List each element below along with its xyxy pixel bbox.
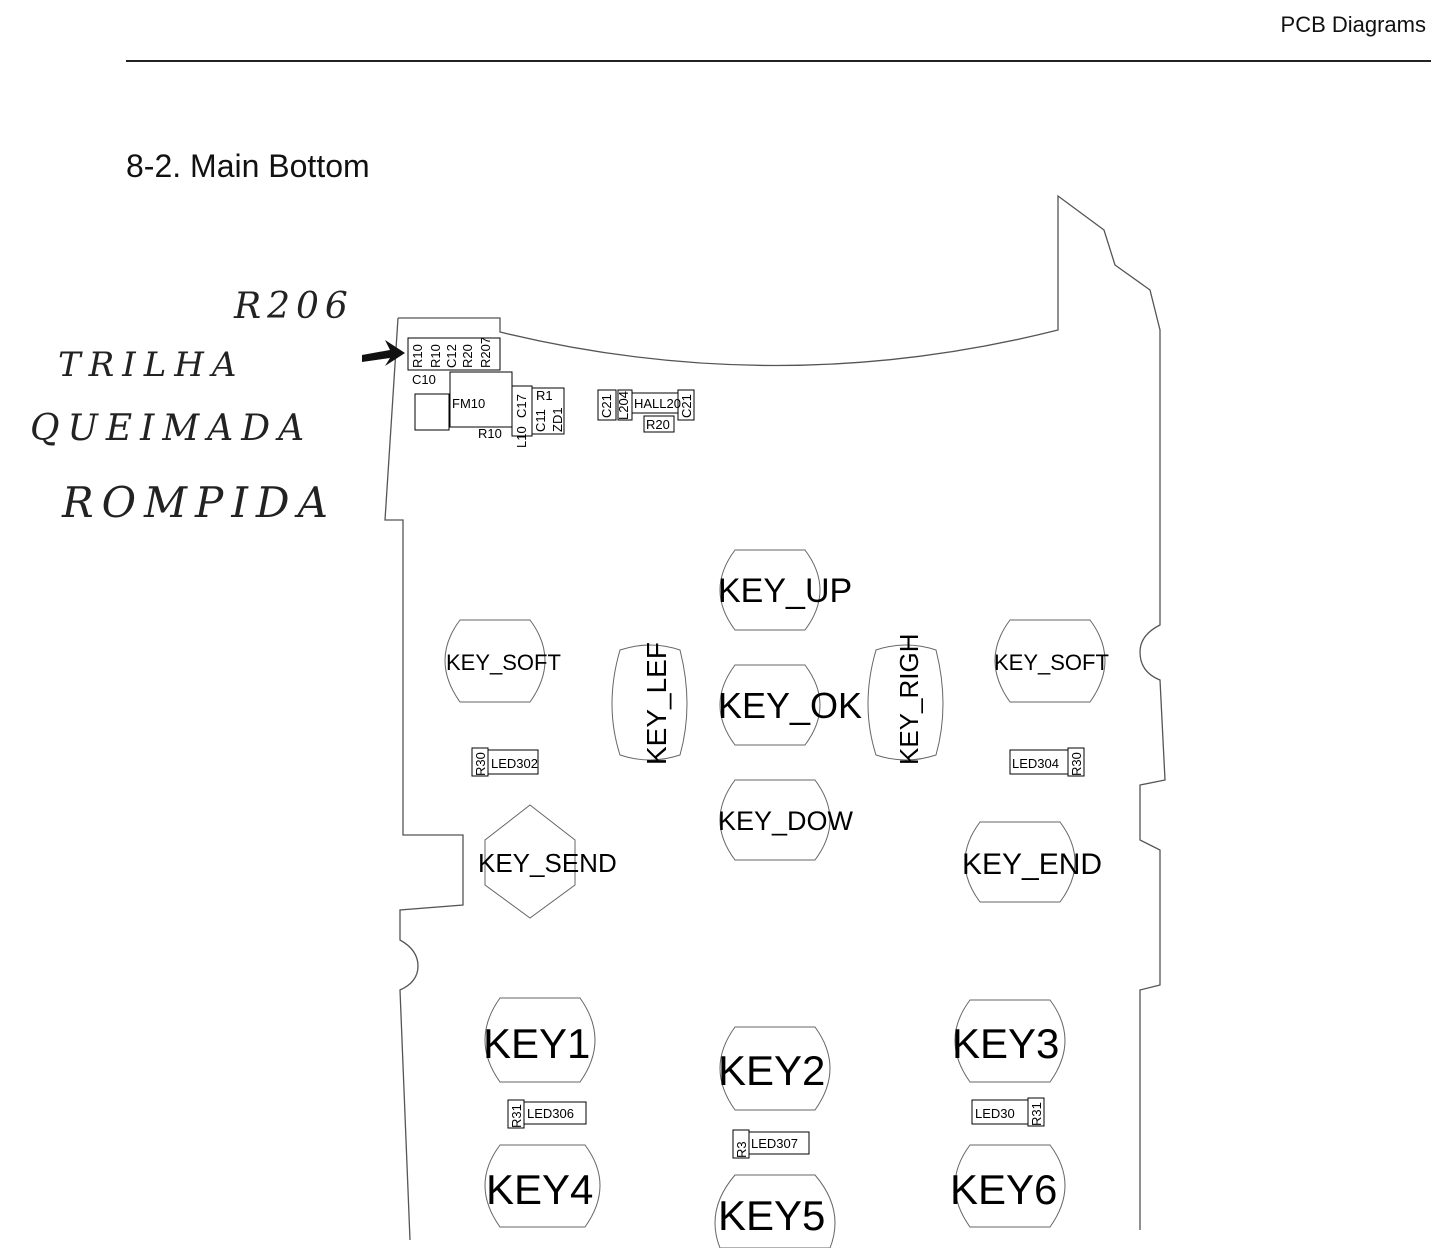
label-r31a: R31	[509, 1104, 524, 1128]
label-r31b: R31	[1029, 1102, 1044, 1126]
label-c17: C17	[514, 394, 529, 418]
key4-pad	[484, 1144, 601, 1228]
c21b-box	[677, 389, 695, 421]
label-led304: LED304	[1012, 756, 1059, 771]
led307-box	[748, 1131, 810, 1155]
key3-label: KEY3	[952, 1020, 1059, 1067]
key-send-label: KEY_SEND	[478, 848, 617, 878]
label-zd1: ZD1	[550, 407, 565, 432]
label-r1c: R1	[536, 388, 553, 403]
label-r30a: R30	[473, 752, 488, 776]
key-down-label: KEY_DOW	[718, 806, 854, 836]
label-r10: R10	[478, 426, 502, 441]
label-l10: L10	[514, 426, 529, 448]
key-left-label: KEY_LEF	[641, 642, 672, 765]
handwritten-note-line2: QUEIMADA	[30, 408, 313, 449]
r31b-box	[1027, 1097, 1045, 1127]
key-down-pad	[719, 779, 831, 861]
board-outline	[384, 194, 1166, 1241]
key5-pad	[714, 1174, 836, 1248]
arrow-marker	[362, 340, 405, 366]
key1-label: KEY1	[483, 1020, 590, 1067]
header-rule	[126, 60, 1431, 62]
label-r207: R207	[478, 337, 493, 368]
key-soft-left-label: KEY_SOFT	[446, 650, 561, 675]
label-r20x: R20	[646, 417, 670, 432]
key-left-pad	[611, 644, 688, 761]
component-cluster-box	[407, 337, 501, 371]
r30b-box	[1067, 747, 1085, 777]
key-soft-left-pad	[444, 619, 546, 703]
label-r3x: R3	[734, 1141, 749, 1158]
key1-pad	[484, 997, 596, 1083]
c21a-box	[597, 389, 617, 421]
key-up-label: KEY_UP	[718, 572, 852, 610]
label-hall20: HALL20	[634, 396, 681, 411]
key-soft-right-label: KEY_SOFT	[994, 650, 1109, 675]
key5-label: KEY5	[718, 1192, 825, 1239]
handwritten-ref: R206	[234, 286, 354, 327]
section-title: 8-2. Main Bottom	[126, 148, 370, 184]
key6-pad	[954, 1144, 1066, 1228]
key-end-label: KEY_END	[962, 848, 1102, 881]
key2-label: KEY2	[718, 1047, 825, 1094]
small-parts-box	[414, 393, 450, 431]
key6-label: KEY6	[950, 1166, 1057, 1213]
r20x-box	[643, 415, 675, 433]
key4-label: KEY4	[486, 1166, 593, 1213]
c11-box	[531, 387, 565, 435]
key3-pad	[954, 999, 1066, 1083]
label-led307: LED307	[751, 1136, 798, 1151]
led302-box	[487, 749, 539, 775]
label-r30b: R30	[1069, 752, 1084, 776]
label-l204: L204	[616, 391, 631, 420]
page-header: PCB Diagrams	[1280, 12, 1426, 37]
key-ok-label: KEY_OK	[718, 685, 862, 726]
label-fm10: FM10	[452, 396, 485, 411]
led306-box	[523, 1101, 587, 1125]
key-send-pad	[484, 804, 576, 919]
label-c12: C12	[444, 344, 459, 368]
label-led30x: LED30	[975, 1106, 1015, 1121]
label-r2a: R20	[460, 344, 475, 368]
label-c10a: C10	[412, 372, 436, 387]
key-right-label: KEY_RIGH	[894, 634, 924, 766]
key-end-pad	[964, 821, 1076, 903]
handwritten-note-line1: TRILHA	[58, 345, 245, 385]
label-led302: LED302	[491, 756, 538, 771]
key-up-pad	[719, 549, 821, 631]
label-c21a: C21	[599, 394, 614, 418]
key-soft-right-pad	[994, 619, 1106, 703]
label-r1b: R10	[428, 344, 443, 368]
label-r1a: R10	[410, 344, 425, 368]
label-c11: C11	[533, 409, 548, 432]
label-c21b: C21	[679, 394, 694, 418]
label-led306: LED306	[527, 1106, 574, 1121]
handwritten-note-line3: ROMPIDA	[62, 478, 336, 527]
key2-pad	[719, 1026, 831, 1111]
key-ok-pad	[719, 664, 821, 746]
key-right-pad	[867, 644, 944, 761]
